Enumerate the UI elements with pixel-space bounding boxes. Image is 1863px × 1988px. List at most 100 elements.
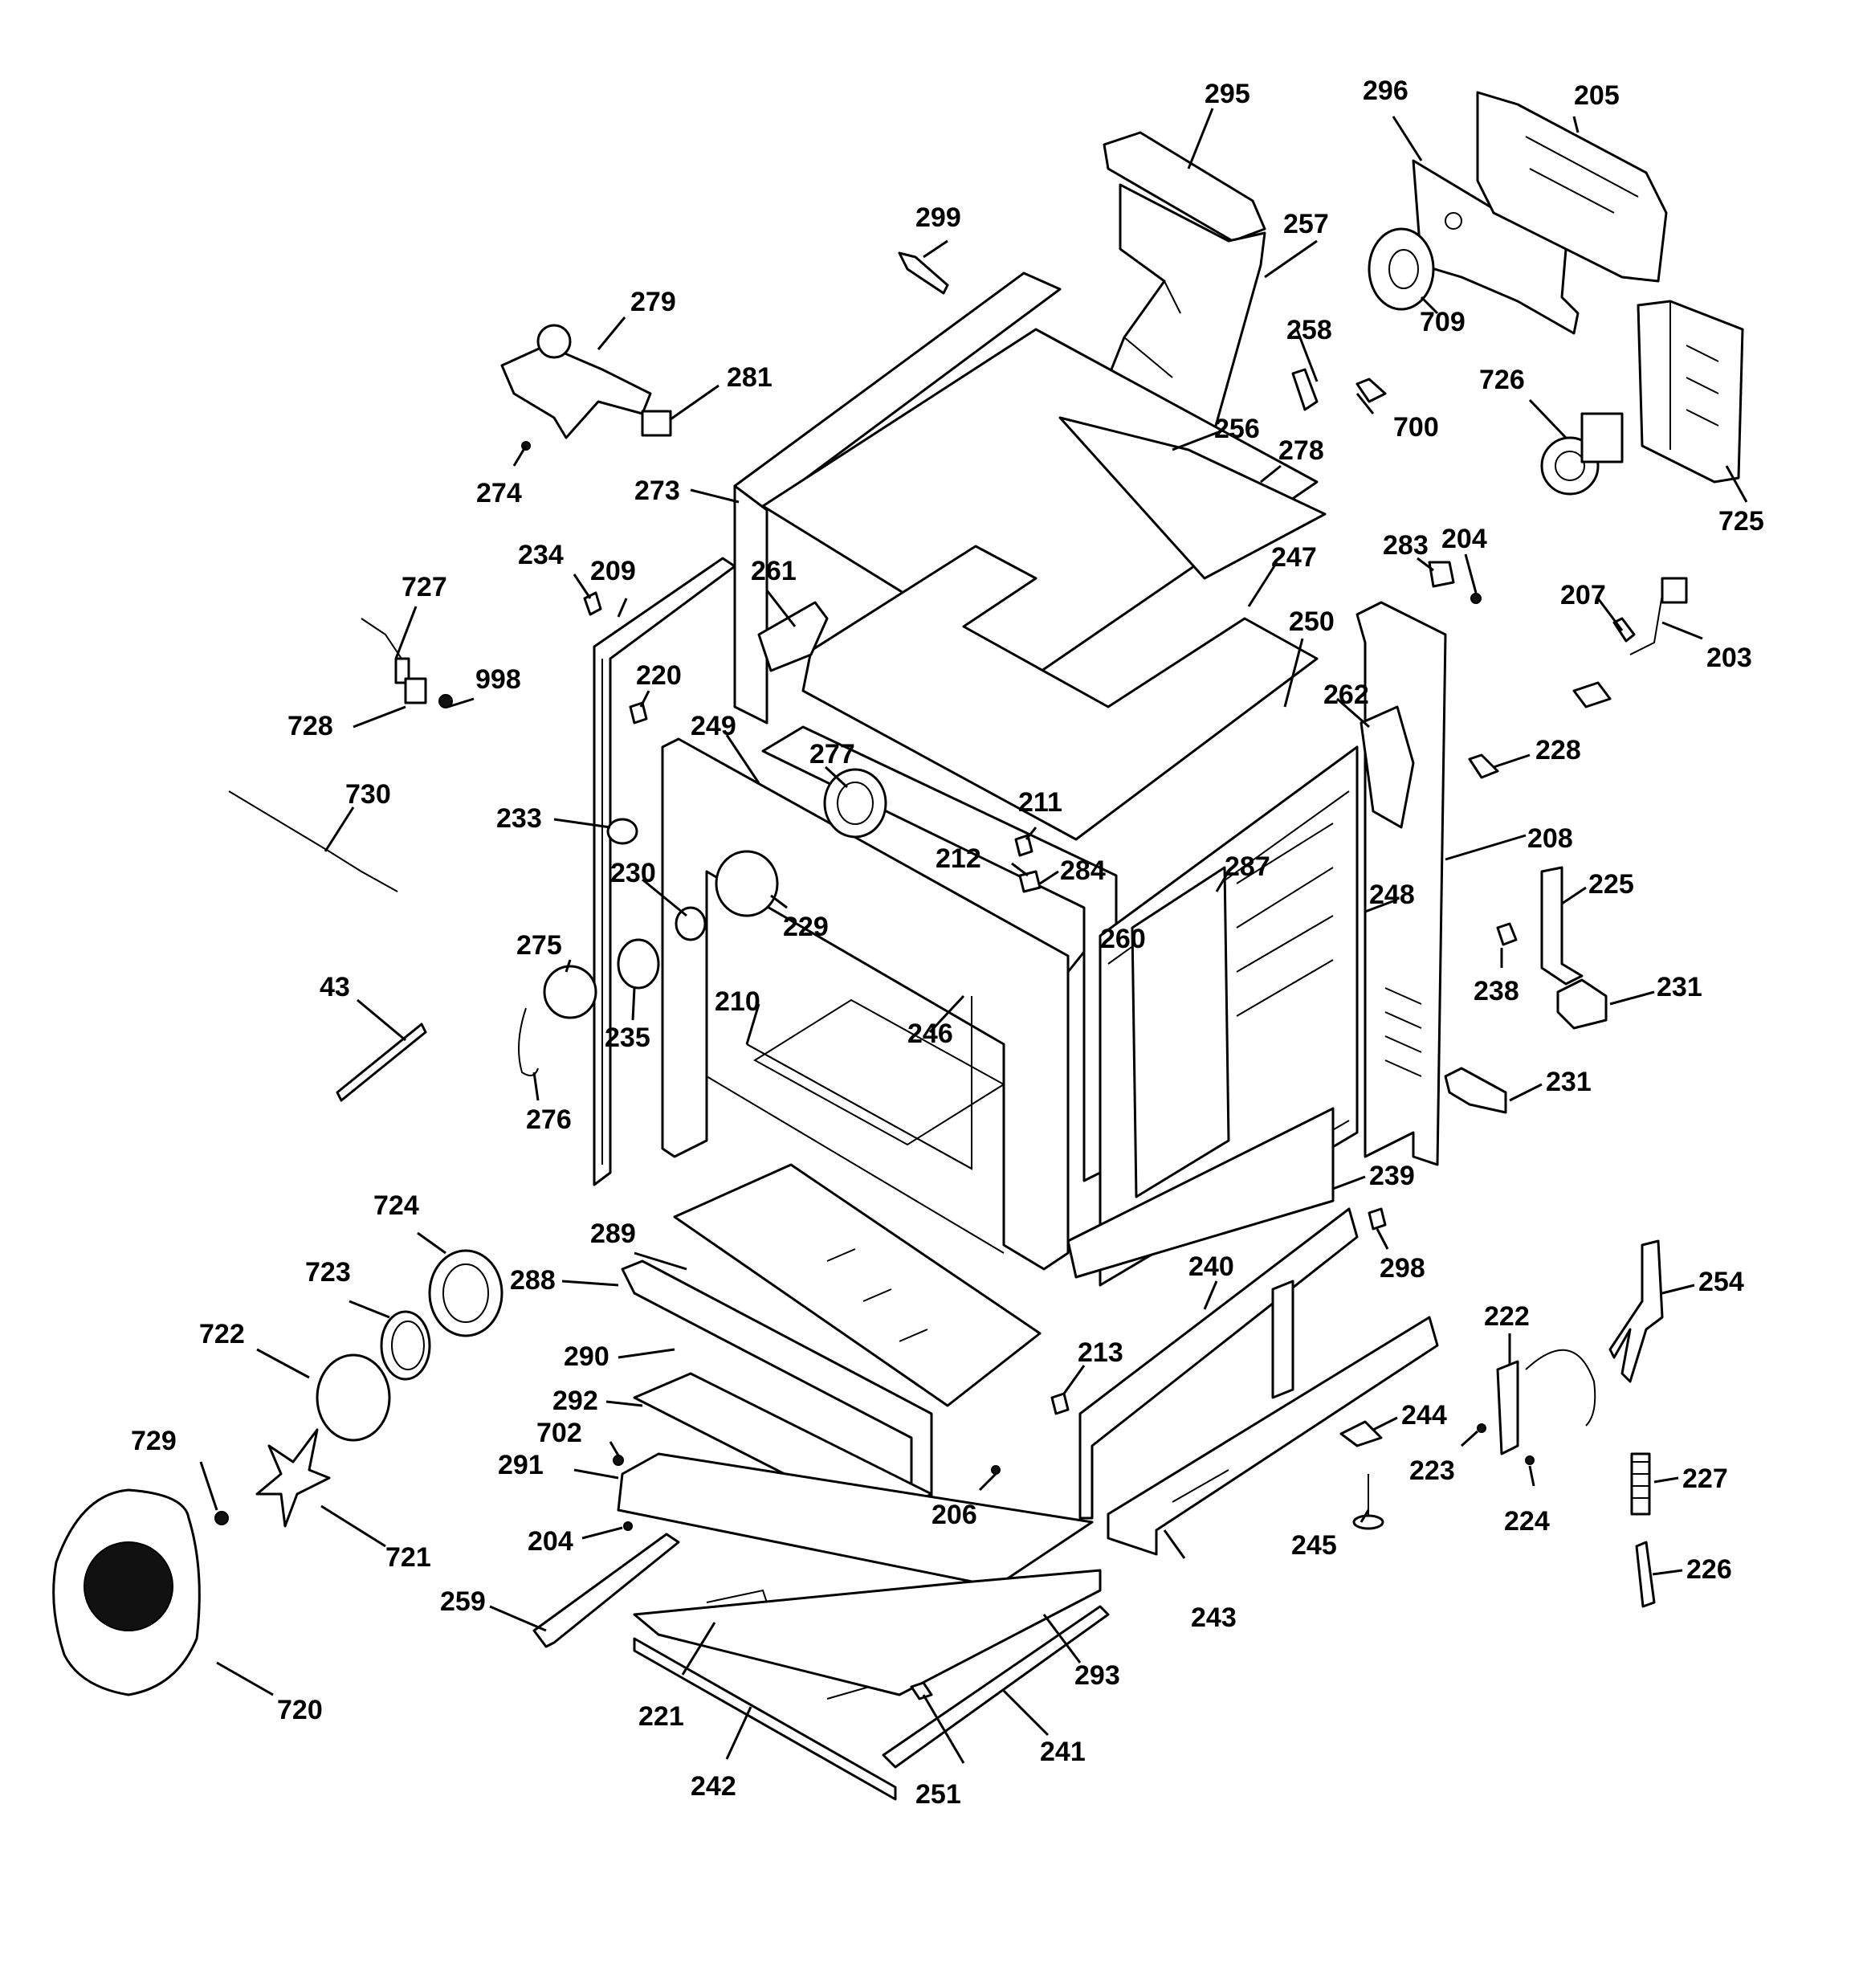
- callout-label: 275: [516, 930, 562, 961]
- callout-label: 234: [518, 540, 564, 570]
- callout-label: 222: [1484, 1301, 1530, 1332]
- part-242-rail: [633, 1637, 897, 1801]
- part-204-screw: [1470, 593, 1482, 604]
- part-213-clip: [1050, 1392, 1070, 1415]
- callout-label: 256: [1214, 414, 1260, 444]
- part-240-kick-panel: [1078, 1207, 1359, 1520]
- callout-label: 722: [199, 1319, 245, 1349]
- part-998-nut: [438, 694, 453, 708]
- part-223-screw: [1477, 1423, 1486, 1433]
- callout-label: 206: [932, 1500, 977, 1530]
- part-230-socket: [675, 906, 707, 941]
- callout-label: 210: [715, 986, 760, 1017]
- part-724-cover: [428, 1249, 503, 1337]
- callout-label: 213: [1078, 1337, 1123, 1368]
- callout-label: 261: [751, 556, 797, 586]
- callout-label: 259: [440, 1586, 486, 1617]
- part-207-clip: [1612, 617, 1636, 643]
- callout-label: 709: [1420, 307, 1466, 337]
- callout-label: 221: [638, 1701, 684, 1732]
- callout-label: 257: [1283, 209, 1329, 239]
- callout-label: 209: [590, 556, 636, 586]
- part-238-clip: [1496, 922, 1518, 946]
- part-235-bulb: [617, 938, 660, 990]
- callout-label: 295: [1205, 79, 1250, 109]
- part-234-clip: [583, 591, 602, 616]
- callout-label: 251: [915, 1779, 961, 1810]
- part-224-screw: [1525, 1455, 1535, 1465]
- part-206-screw: [991, 1465, 1001, 1475]
- callout-label: 291: [498, 1450, 544, 1480]
- callout-label: 229: [783, 912, 829, 942]
- callout-label: 204: [528, 1526, 573, 1557]
- part-225-bracket: [1540, 866, 1584, 986]
- part-228-clip: [1468, 753, 1499, 779]
- part-725-box: [1637, 300, 1744, 484]
- callout-label: 43: [320, 972, 350, 1002]
- callout-label: 235: [605, 1023, 650, 1053]
- part-43-sensor: [336, 1023, 427, 1102]
- part-726-motor: [1540, 412, 1624, 496]
- callout-label: 242: [691, 1771, 736, 1802]
- part-721-fan-blade: [255, 1428, 331, 1528]
- callout-label: 287: [1225, 851, 1270, 882]
- callout-label: 290: [564, 1341, 609, 1372]
- callout-label: 260: [1100, 924, 1146, 954]
- callout-label: 249: [691, 711, 736, 741]
- callout-label: 224: [1504, 1506, 1550, 1537]
- part-256-plate: [1058, 416, 1327, 580]
- callout-label: 729: [131, 1426, 177, 1456]
- callout-label: 289: [590, 1219, 636, 1249]
- callout-label: 211: [1018, 787, 1062, 818]
- part-205-rear-panel: [1476, 91, 1668, 283]
- callout-label: 288: [510, 1265, 556, 1296]
- part-241-rail: [882, 1605, 1110, 1769]
- part-730-probe-wire: [228, 790, 398, 892]
- callout-label: 299: [915, 202, 961, 233]
- callout-label: 243: [1191, 1602, 1237, 1633]
- callout-label: 239: [1369, 1161, 1415, 1191]
- callout-label: 207: [1560, 580, 1606, 610]
- part-700-bracket: [1355, 378, 1387, 403]
- callout-label: 204: [1441, 524, 1487, 554]
- callout-label: 273: [634, 476, 680, 506]
- part-244-bracket: [1339, 1420, 1383, 1447]
- callout-label: 250: [1289, 606, 1335, 637]
- part-231-bracket-lower: [1444, 1067, 1507, 1114]
- part-227-spring: [1630, 1452, 1651, 1516]
- callout-label: 281: [727, 362, 773, 393]
- callout-label: 284: [1060, 855, 1106, 886]
- callout-label: 203: [1706, 643, 1752, 673]
- callout-label: 726: [1479, 365, 1525, 395]
- part-281-clip: [641, 410, 672, 437]
- callout-label: 298: [1380, 1253, 1425, 1284]
- part-243-base-rail: [1107, 1316, 1439, 1556]
- part-262-bracket: [1360, 705, 1415, 829]
- part-211-screw: [1014, 834, 1033, 857]
- callout-label: 240: [1188, 1251, 1234, 1282]
- part-299-pin: [898, 251, 949, 295]
- part-229-lens: [715, 850, 779, 917]
- part-212-clip: [1018, 870, 1042, 893]
- callout-label: 293: [1074, 1660, 1120, 1691]
- callout-label: 723: [305, 1257, 351, 1288]
- part-293-bottom-panel: [633, 1569, 1102, 1696]
- callout-labels: 295 296 205 299 257 279 258 709 281 726 …: [131, 76, 1764, 1810]
- part-727-wire: [361, 618, 410, 684]
- callout-label: 212: [936, 843, 981, 874]
- part-728-plate: [404, 677, 427, 704]
- callout-label: 227: [1682, 1463, 1728, 1494]
- callout-label: 254: [1698, 1267, 1744, 1297]
- part-233-socket: [606, 818, 638, 845]
- callout-label: 258: [1286, 315, 1332, 345]
- part-273-top-frame: [733, 271, 1062, 725]
- callout-label: 724: [373, 1190, 419, 1221]
- part-203-power-cord: [1572, 577, 1688, 708]
- callout-label: 283: [1383, 530, 1429, 561]
- part-222-hinge: [1496, 1349, 1596, 1455]
- part-209-left-side: [593, 557, 736, 1186]
- callout-label: 238: [1474, 976, 1519, 1006]
- callout-label: 205: [1574, 80, 1620, 111]
- callout-label: 720: [277, 1695, 323, 1725]
- part-702-nut: [613, 1455, 624, 1466]
